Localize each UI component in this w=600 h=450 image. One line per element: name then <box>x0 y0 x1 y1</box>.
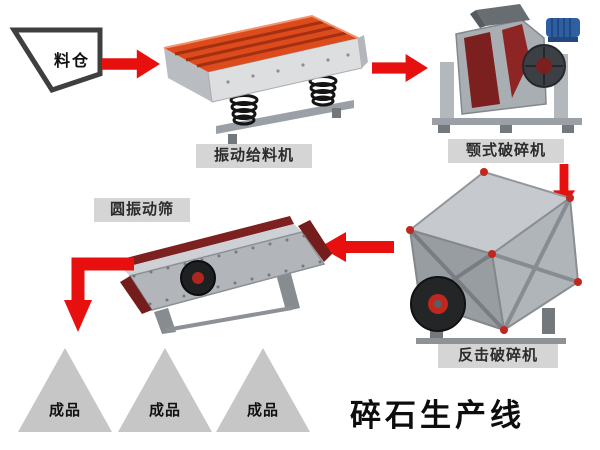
arrow-right-icon-1 <box>102 49 160 79</box>
silo-label: 料仓 <box>53 53 90 70</box>
feeder-label: 振动给料机 <box>196 144 312 168</box>
product-pile-3 <box>216 348 310 432</box>
product-label-2: 成品 <box>148 402 181 419</box>
vibrating-feeder-image <box>163 14 368 144</box>
jaw-crusher-image <box>432 4 582 133</box>
page-title: 碎石生产线 <box>350 398 525 433</box>
impact-crusher-label: 反击破碎机 <box>438 344 558 368</box>
impact-crusher-image <box>406 168 582 344</box>
product-label-3: 成品 <box>246 402 279 419</box>
arrow-bent-down-icon <box>64 257 134 332</box>
arrow-left-icon <box>320 232 394 262</box>
screen-label: 圆振动筛 <box>94 198 190 222</box>
vibrating-screen-image <box>118 216 332 334</box>
product-pile-1 <box>18 348 112 432</box>
arrow-right-icon-2 <box>372 54 428 82</box>
silo-hopper-icon <box>9 27 103 93</box>
jaw-crusher-label: 颚式破碎机 <box>448 139 564 163</box>
product-pile-2 <box>118 348 212 432</box>
product-label-1: 成品 <box>48 402 81 419</box>
